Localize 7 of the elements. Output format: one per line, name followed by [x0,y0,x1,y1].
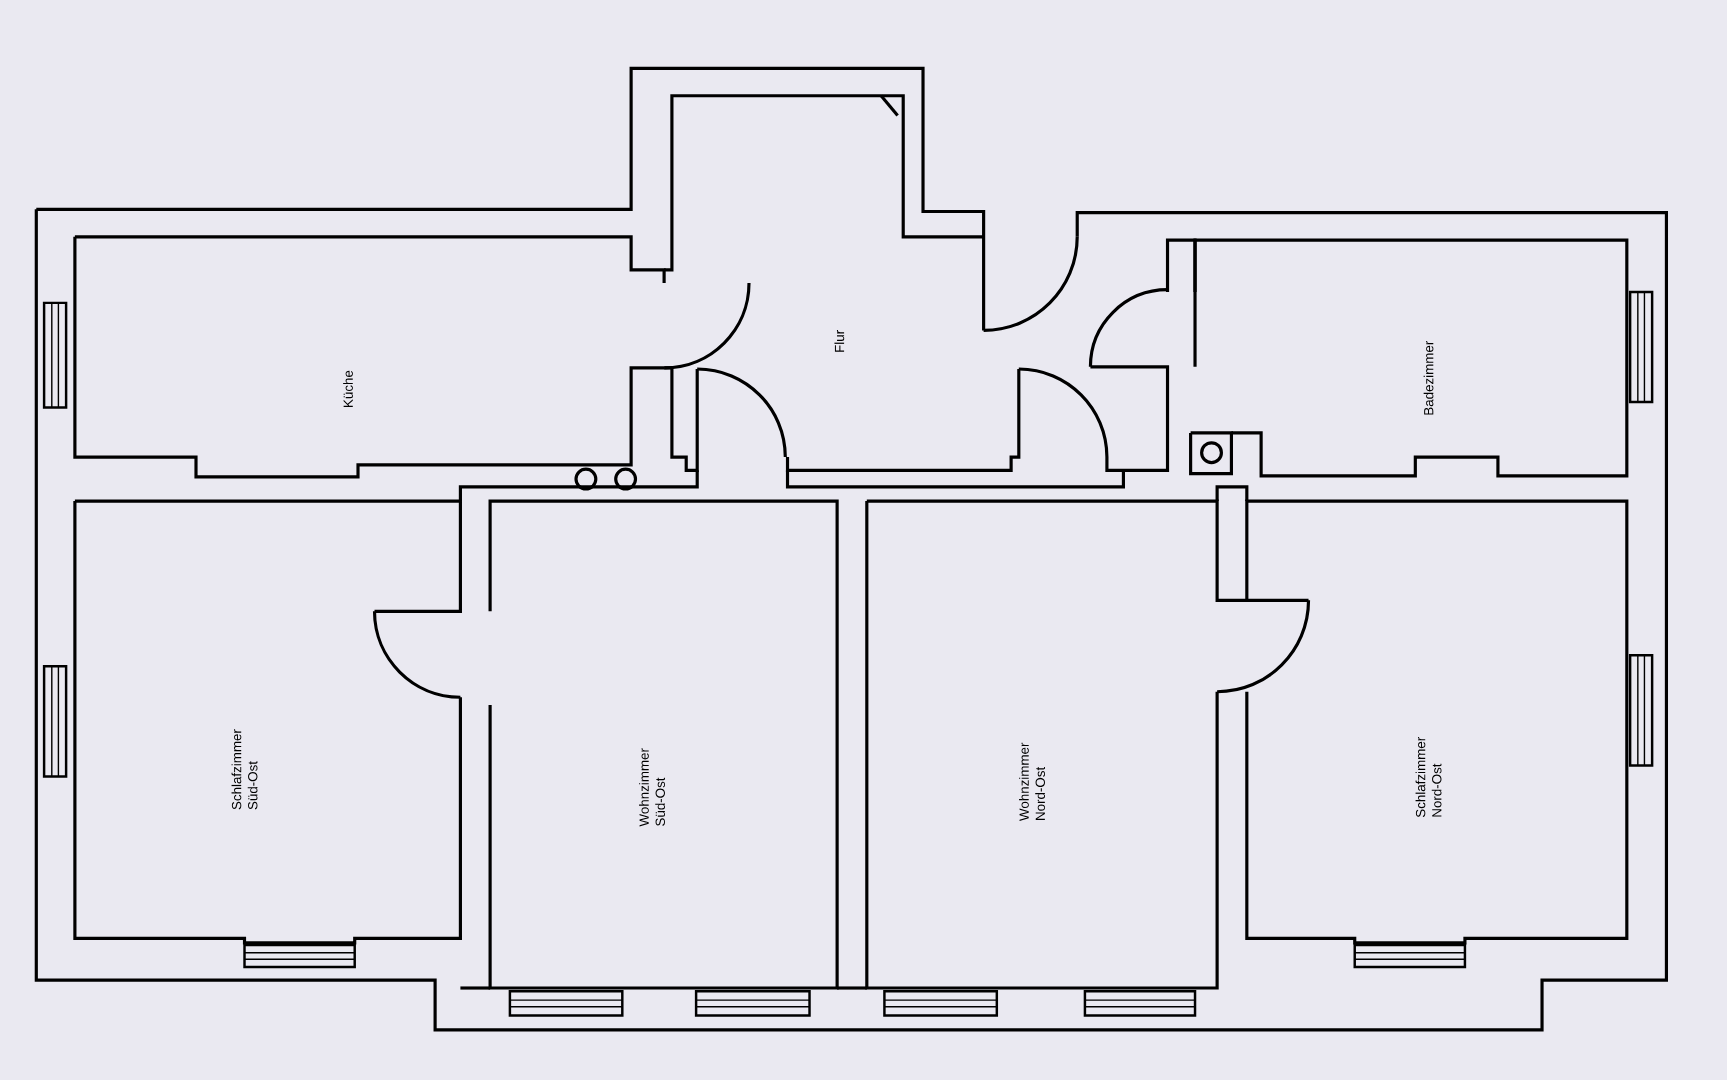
room-label: Schlafzimmer Süd-Ost [231,729,258,810]
room-label: Wohnzimmer Nord-Ost [1019,742,1045,821]
room-label: Badezimmer [1423,340,1434,415]
room-label: Küche [343,370,353,407]
room-label: Schlafzimmer Nord-Ost [1415,737,1442,818]
room-label: Wohnzimmer Süd-Ost [639,748,665,827]
room-label: Flur [834,330,845,352]
